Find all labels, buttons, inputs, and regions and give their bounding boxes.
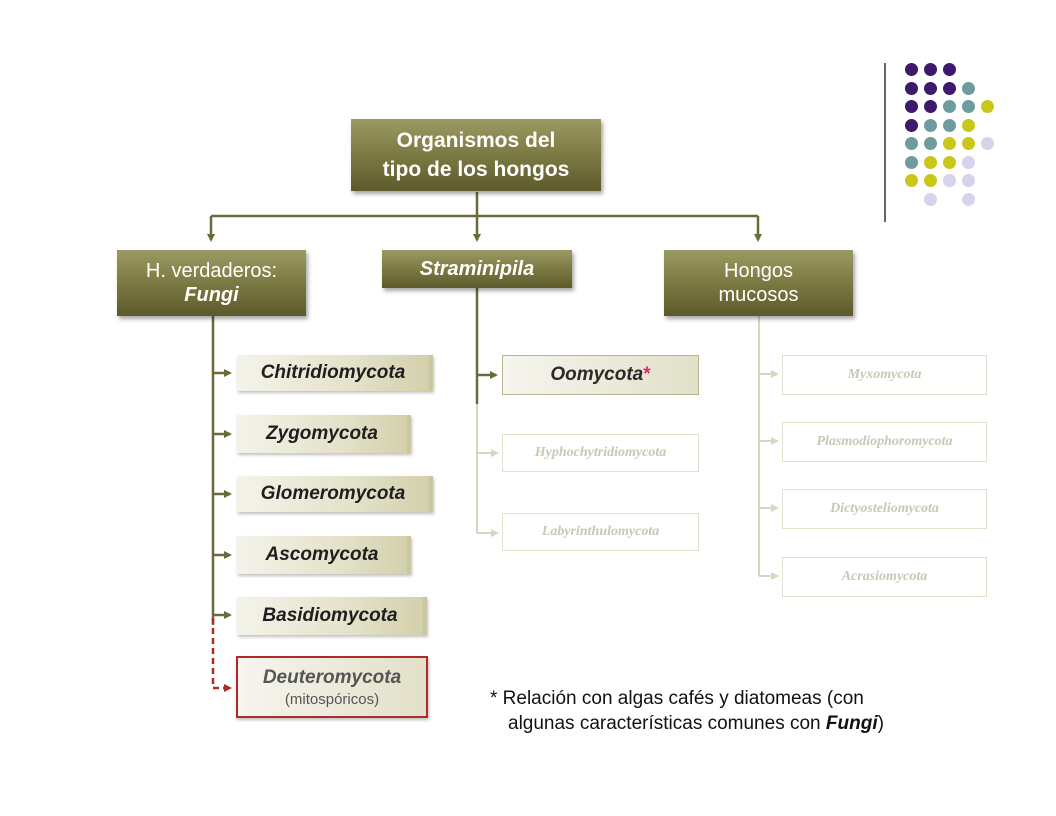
straminipila-label: Straminipila [419, 258, 535, 280]
decor-dot [943, 81, 956, 95]
decor-dot [905, 63, 918, 76]
decor-dot [905, 174, 918, 187]
decor-dot [905, 100, 918, 113]
root-line2: tipo de los hongos [382, 158, 570, 181]
phylum-oomycota: Oomycota* [502, 355, 699, 395]
footnote: * Relación con algas cafés y diatomeas (… [490, 686, 884, 736]
decor-dot [943, 100, 956, 113]
decor-dot [924, 192, 937, 206]
decor-dot [924, 137, 937, 150]
root-box: Organismos del tipo de los hongos [351, 119, 601, 191]
fungi-line1: H. verdaderos: [145, 260, 278, 282]
decor-dot [924, 118, 937, 132]
decor-dot [981, 100, 994, 113]
decor-dot [962, 81, 975, 95]
decor-dot [924, 174, 937, 187]
decor-dot [962, 100, 975, 113]
phylum-dictyosteliomycota: Dictyosteliomycota [782, 489, 987, 529]
group-fungi: H. verdaderos: Fungi [117, 250, 306, 316]
decor-dot [962, 155, 975, 169]
phylum-basidiomycota: Basidiomycota [237, 597, 427, 635]
footnote-line1: * Relación con algas cafés y diatomeas (… [490, 688, 864, 709]
group-mucosos: Hongos mucosos [664, 250, 853, 316]
mucosos-line1: Hongos [724, 260, 793, 282]
fungi-line2: Fungi [184, 284, 239, 306]
straminipila-faded-connectors [476, 404, 499, 537]
phylum-glomeromycota: Glomeromycota [237, 476, 433, 512]
mucosos-line2: mucosos [718, 284, 799, 306]
decor-dot [943, 118, 956, 132]
decor-dot [943, 174, 956, 187]
phylum-plasmodiophoromycota: Plasmodiophoromycota [782, 422, 987, 462]
decor-dot [962, 118, 975, 132]
deuteromycota-name: Deuteromycota [262, 666, 402, 688]
root-line1: Organismos del [396, 129, 556, 152]
decor-dot [943, 155, 956, 169]
deutero-connector [211, 618, 232, 692]
decor-dot [981, 137, 994, 150]
decor-dot [905, 155, 918, 169]
root-connectors [207, 192, 762, 242]
decor-dot [943, 63, 956, 76]
oomycota-asterisk: * [643, 364, 651, 385]
decor-dot [924, 155, 937, 169]
phylum-ascomycota: Ascomycota [237, 536, 411, 574]
fungi-connectors [211, 316, 232, 625]
footnote-line2-emph: Fungi [825, 713, 878, 734]
phylum-acrasiomycota: Acrasiomycota [782, 557, 987, 597]
decor-dot [962, 174, 975, 187]
decor-dot [943, 137, 956, 150]
decor-dot [962, 137, 975, 150]
group-straminipila: Straminipila [382, 250, 572, 288]
decor-dot [905, 137, 918, 150]
decor-dot [905, 118, 918, 132]
phylum-myxomycota: Myxomycota [782, 355, 987, 395]
phylum-labyrinthulomycota: Labyrinthulomycota [502, 513, 699, 551]
decor-dot [924, 100, 937, 113]
decor-dot [905, 81, 918, 95]
phylum-chitridiomycota: Chitridiomycota [237, 355, 433, 391]
decor-dot [924, 63, 937, 76]
deuteromycota-subtitle: (mitospóricos) [284, 690, 380, 708]
decor-dot [924, 81, 937, 95]
footnote-line2: algunas características comunes con Fung… [490, 711, 884, 736]
phylum-deuteromycota: Deuteromycota (mitospóricos) [236, 656, 428, 718]
oomycota-label: Oomycota [550, 364, 644, 385]
footnote-line2-suffix: ) [877, 713, 884, 734]
phylum-hyphochytridiomycota: Hyphochytridiomycota [502, 434, 699, 472]
phylum-zygomycota: Zygomycota [237, 415, 411, 453]
decor-dot [962, 192, 975, 206]
mucosos-connectors [758, 316, 779, 580]
footnote-line2-prefix: algunas características comunes con [508, 713, 826, 734]
